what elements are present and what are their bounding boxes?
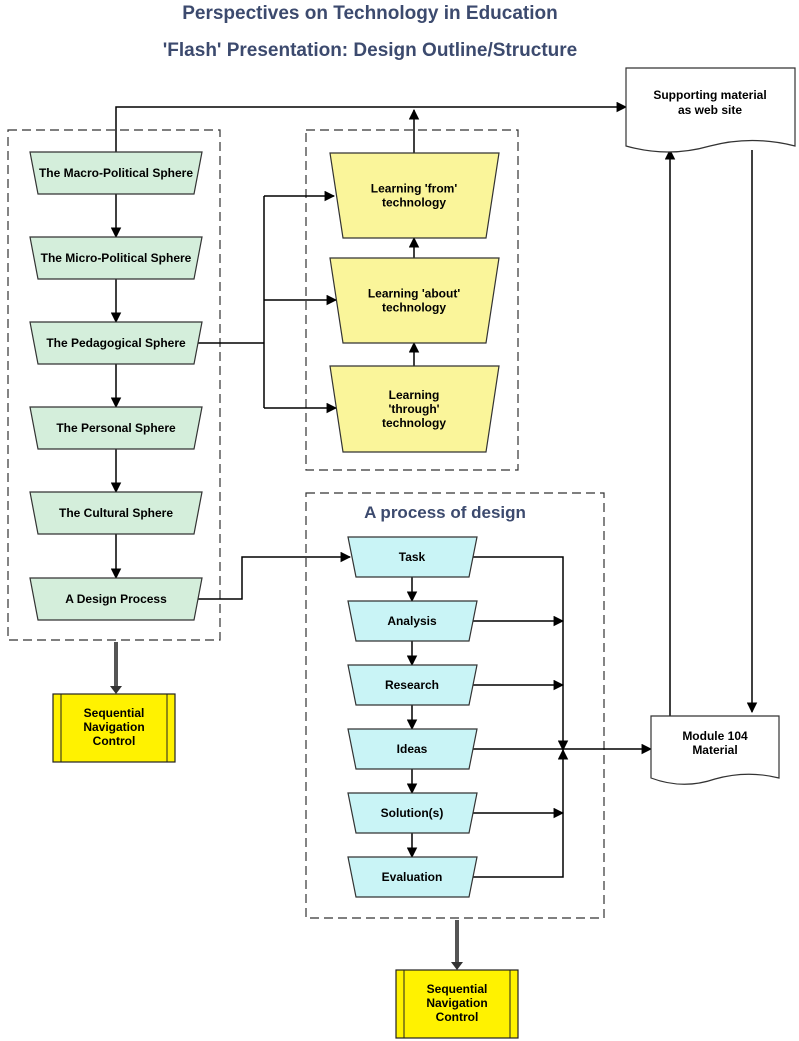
process-step-ideas: Ideas: [347, 728, 478, 770]
process-step-label: Evaluation: [382, 870, 443, 884]
learning-box-2: Learning 'about'technology: [329, 257, 500, 344]
sphere-a-design-process: A Design Process: [29, 577, 203, 621]
learning-label-line: technology: [382, 196, 446, 210]
nav1-line-2: Navigation: [83, 720, 144, 734]
learning-group-box: [305, 129, 519, 471]
diagram-title: Perspectives on Technology in Education: [182, 3, 558, 24]
supporting-line-1: Supporting material: [653, 88, 766, 102]
nav2-line-2: Navigation: [426, 996, 487, 1010]
spheres-group-box: [7, 129, 221, 641]
sphere-the-pedagogical-sphere: The Pedagogical Sphere: [29, 321, 203, 365]
sphere-the-cultural-sphere: The Cultural Sphere: [29, 491, 203, 535]
sphere-label: The Cultural Sphere: [59, 506, 173, 520]
sphere-label: A Design Process: [65, 592, 167, 606]
sphere-label: The Macro-Political Sphere: [39, 166, 193, 180]
sphere-label: The Pedagogical Sphere: [46, 336, 186, 350]
process-step-label: Task: [399, 550, 426, 564]
learning-box-1: Learning 'from'technology: [329, 152, 500, 239]
process-of-design-title: A process of design: [364, 503, 526, 522]
nav2-line-1: Sequential: [427, 982, 488, 996]
sphere-the-micro-political-sphere: The Micro-Political Sphere: [29, 236, 203, 280]
supporting-material-document: Supporting material as web site: [625, 67, 796, 153]
process-step-solution-s: Solution(s): [347, 792, 478, 834]
module-line-1: Module 104: [682, 729, 748, 743]
learning-label-line: technology: [382, 301, 446, 315]
process-group-box: [305, 492, 605, 919]
learning-box-3: Learning'through'technology: [329, 365, 500, 453]
process-step-label: Ideas: [397, 742, 428, 756]
nav1-line-1: Sequential: [84, 706, 145, 720]
nav2-line-3: Control: [436, 1010, 479, 1024]
sequential-navigation-control-1: Sequential Navigation Control: [52, 693, 176, 763]
learning-label-line: Learning 'from': [371, 182, 458, 196]
module-104-document: Module 104 Material: [650, 715, 780, 785]
supporting-line-2: as web site: [678, 103, 742, 117]
learning-label-line: 'through': [388, 402, 439, 416]
process-step-evaluation: Evaluation: [347, 856, 478, 898]
learning-label-line: technology: [382, 416, 446, 430]
diagram-subtitle: 'Flash' Presentation: Design Outline/Str…: [162, 40, 578, 61]
sphere-the-macro-political-sphere: The Macro-Political Sphere: [29, 151, 203, 195]
sequential-navigation-control-2: Sequential Navigation Control: [395, 969, 519, 1039]
process-step-label: Research: [385, 678, 439, 692]
process-step-label: Solution(s): [381, 806, 444, 820]
module-line-2: Material: [692, 743, 737, 757]
sphere-label: The Personal Sphere: [56, 421, 176, 435]
process-step-research: Research: [347, 664, 478, 706]
process-step-label: Analysis: [387, 614, 437, 628]
learning-label-line: Learning 'about': [368, 287, 461, 301]
nav1-line-3: Control: [93, 734, 136, 748]
sphere-the-personal-sphere: The Personal Sphere: [29, 406, 203, 450]
connectors: [110, 101, 758, 970]
process-step-task: Task: [347, 536, 478, 578]
process-step-analysis: Analysis: [347, 600, 478, 642]
sphere-label: The Micro-Political Sphere: [41, 251, 192, 265]
learning-label-line: Learning: [389, 388, 440, 402]
